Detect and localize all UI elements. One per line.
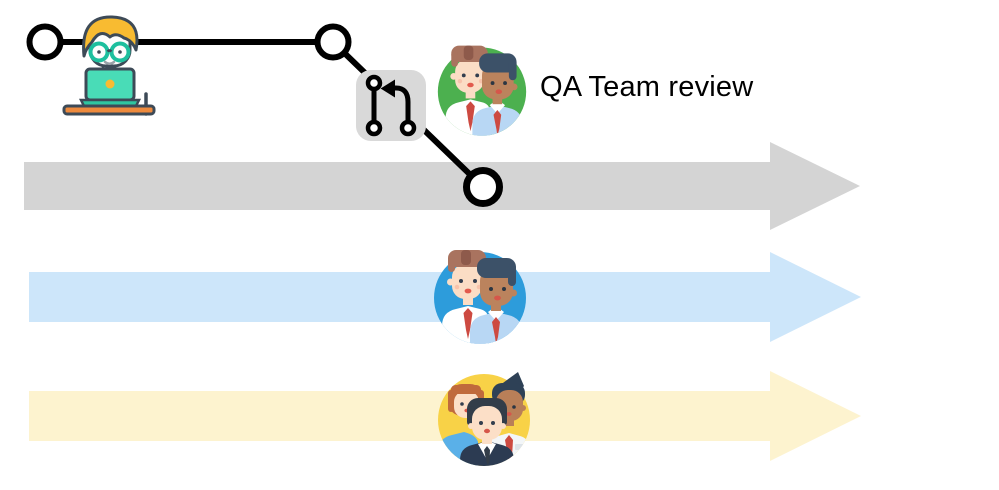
developer-at-laptop-icon [62,15,156,116]
person-left-head [450,45,488,99]
pipeline-arrow-gray-shape [24,142,860,230]
desk-icon [62,92,156,116]
commit-node-icon [463,167,503,207]
two-person-team-avatar [434,250,526,344]
commit-node-icon [26,23,64,61]
person-front-head [467,398,507,444]
person-right-head [479,53,518,105]
qa-team-review-label: QA Team review [540,71,754,103]
two-person-qa-team-avatar [437,45,527,136]
laptop-icon [78,67,142,108]
three-person-team-avatar [438,372,530,466]
person-left-head [447,250,486,305]
git-pull-request-icon [365,74,417,137]
pipeline-arrow-gray [24,142,860,230]
person-front-body [460,441,514,466]
developer-head [82,15,139,68]
person-right-head [477,258,517,311]
commit-node-icon [314,23,352,61]
